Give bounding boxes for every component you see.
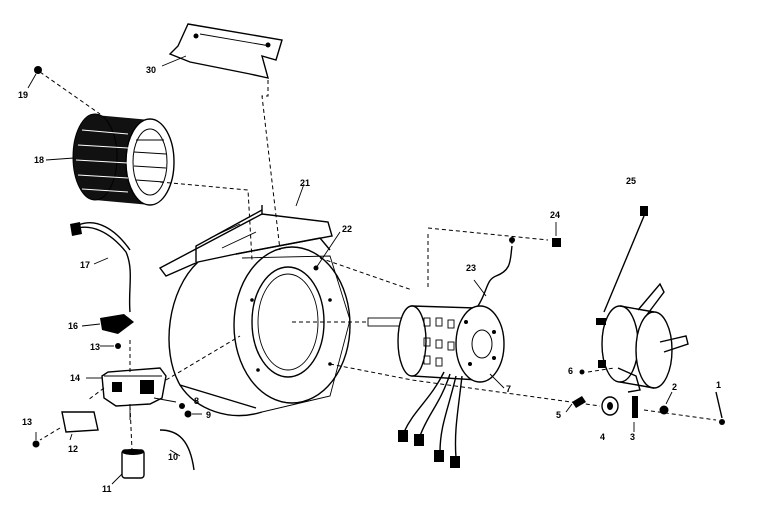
callout-19: 19: [18, 90, 28, 100]
part-16-connector: [81, 314, 134, 349]
callout-labels: 1 2 3 4 5 6 7 8 9 10 11 12 13 13 14 16 1…: [18, 65, 721, 494]
part-19-screw: [27, 66, 42, 89]
callout-11: 11: [102, 484, 112, 494]
callout-10: 10: [168, 452, 178, 462]
callout-3: 3: [630, 432, 635, 442]
part-18-blower-wheel: [45, 113, 175, 206]
callout-6: 6: [568, 366, 573, 376]
callout-1: 1: [716, 380, 721, 390]
callout-12: 12: [68, 444, 78, 454]
callout-21: 21: [300, 178, 310, 188]
callout-25: 25: [626, 176, 636, 186]
part-13-screw: [32, 432, 40, 448]
part-24-bolt: [552, 222, 561, 247]
small-hardware: [153, 369, 725, 432]
callout-5: 5: [556, 410, 561, 420]
callout-9: 9: [206, 410, 211, 420]
callout-18: 18: [34, 155, 44, 165]
part-14-control-box: [86, 367, 167, 420]
callout-30: 30: [146, 65, 156, 75]
part-25-motor-mount: [596, 206, 689, 393]
part-21-blower-housing: [158, 183, 351, 417]
callout-23: 23: [466, 263, 476, 273]
part-10-wire: [159, 429, 195, 471]
callout-4: 4: [600, 432, 605, 442]
callout-16: 16: [68, 321, 78, 331]
callout-7: 7: [506, 384, 511, 394]
part-23-motor: [367, 237, 515, 468]
callout-13-upper: 13: [90, 342, 100, 352]
callout-13-lower: 13: [22, 417, 32, 427]
callout-17: 17: [80, 260, 90, 270]
part-12-plate: [61, 411, 99, 441]
part-17-wire-harness: [70, 221, 131, 313]
part-30-top-bracket: [161, 23, 283, 79]
callout-22: 22: [342, 224, 352, 234]
assembly-lines: [39, 71, 717, 451]
callout-14: 14: [70, 373, 80, 383]
part-11-capacitor: [111, 449, 145, 485]
callout-2: 2: [672, 382, 677, 392]
callout-8: 8: [194, 396, 199, 406]
callout-24: 24: [550, 210, 560, 220]
